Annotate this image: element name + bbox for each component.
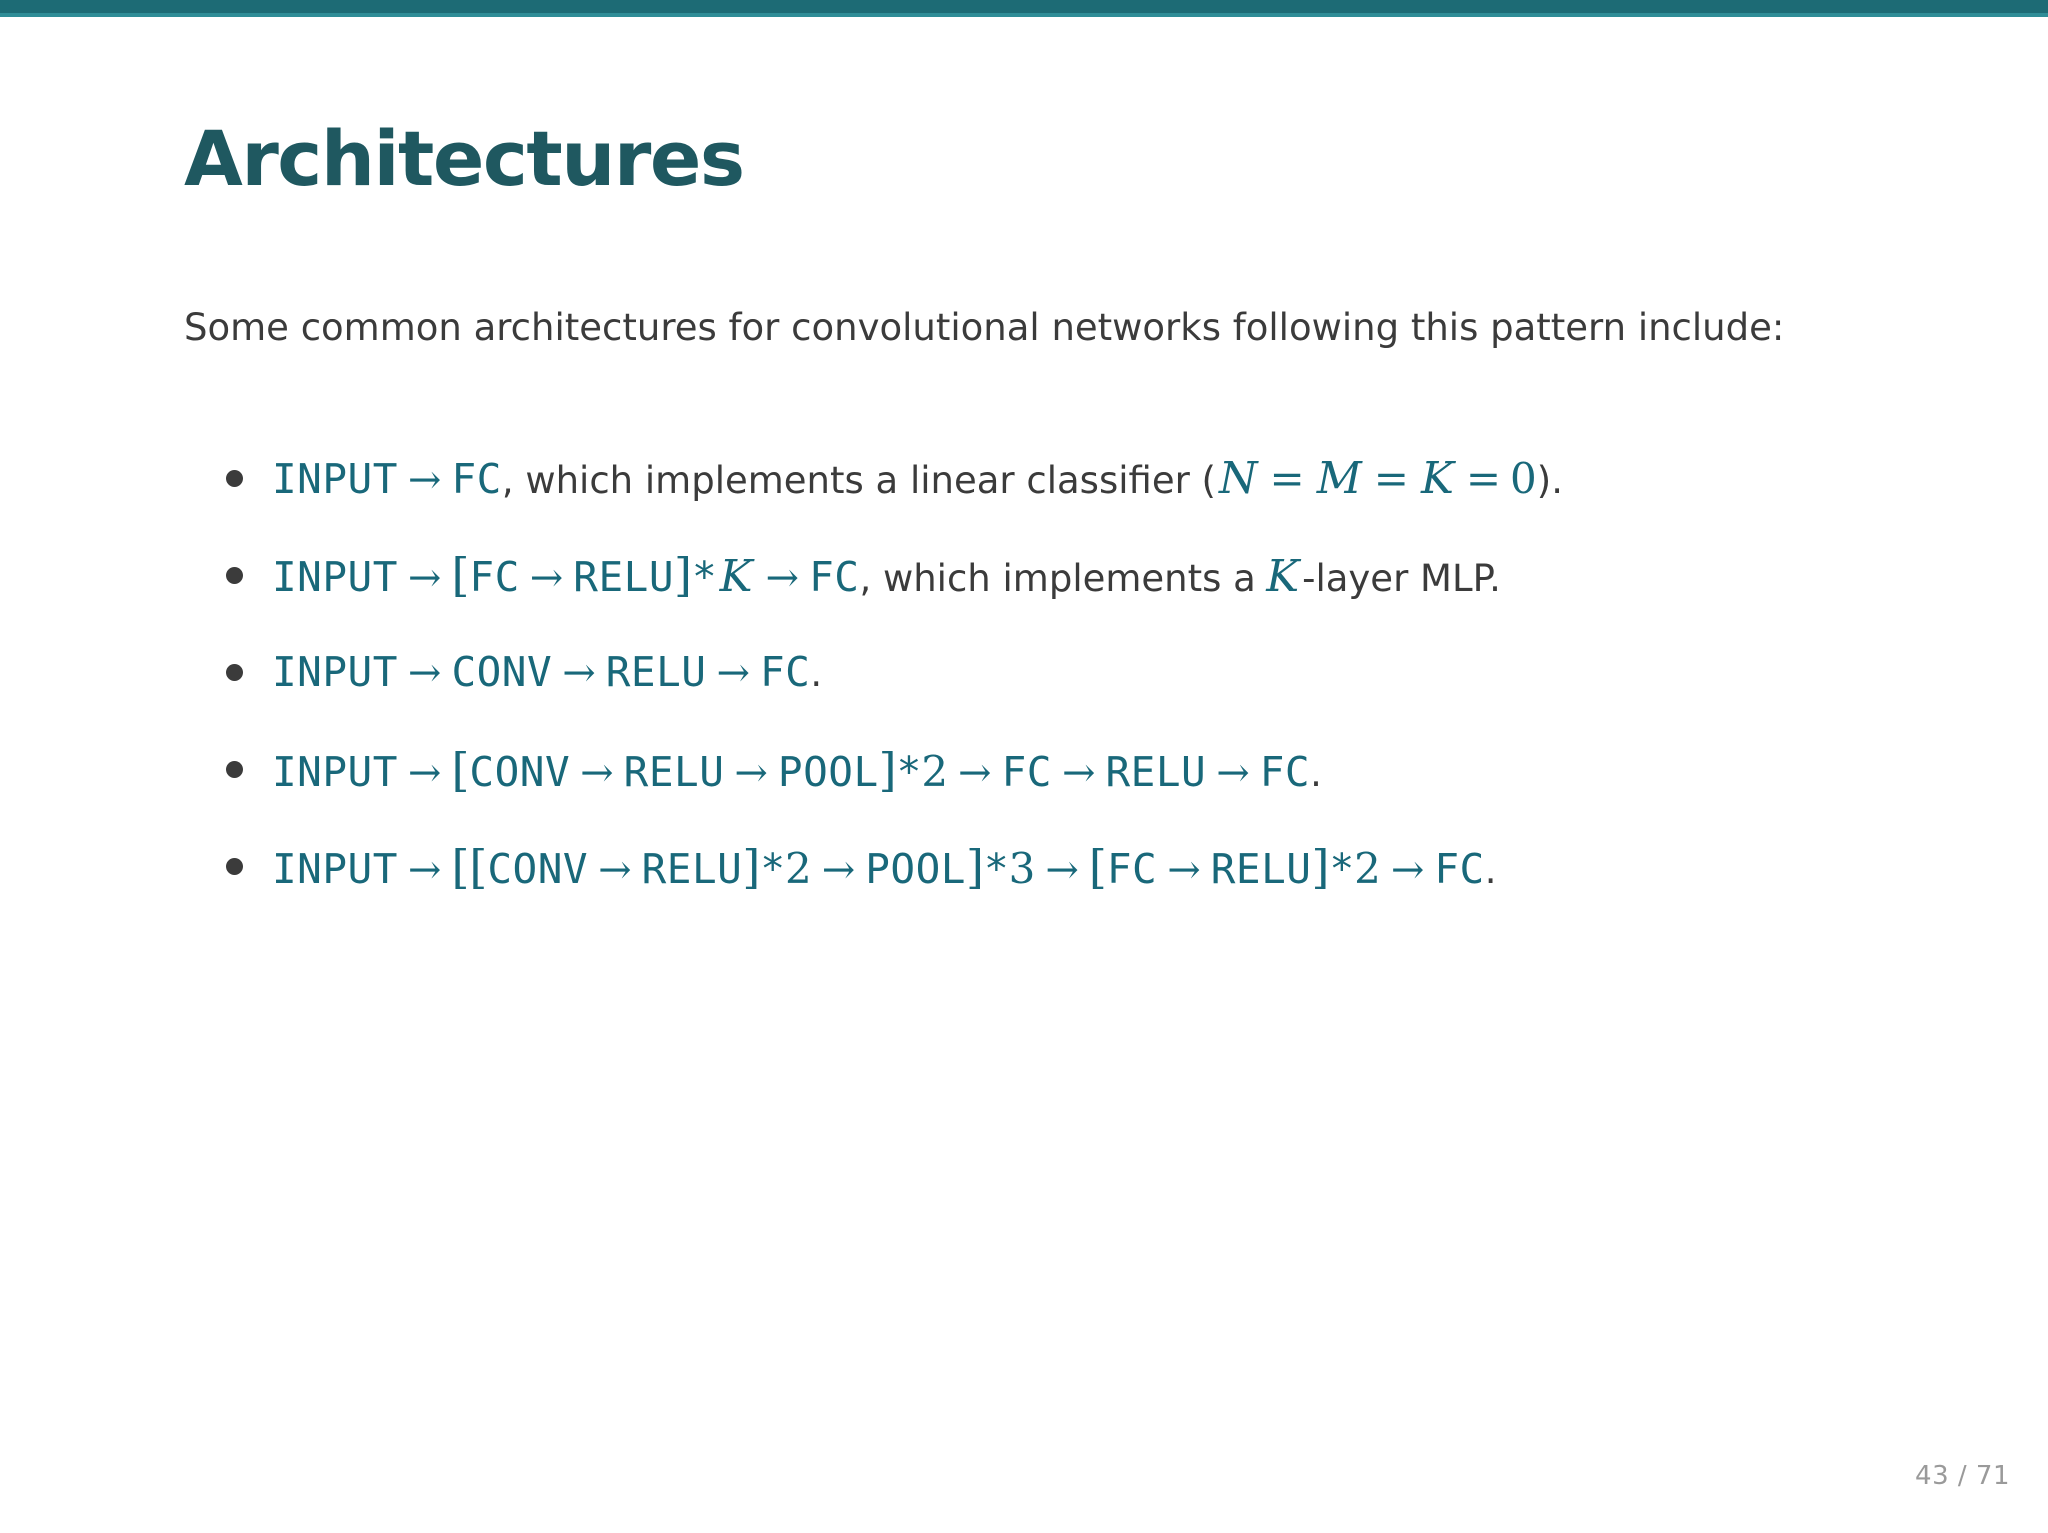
expression-token-tt: FC [469, 553, 520, 601]
expression-token-mn: 0 [1510, 453, 1537, 503]
expression-token-brk: ] [1311, 839, 1330, 894]
architecture-expression: INPUT→[[CONV→RELU]*2→POOL]*3→[FC→RELU]*2… [272, 844, 1497, 890]
expression-token-prose: . [1484, 848, 1497, 892]
expression-token-mi: M [1316, 452, 1362, 504]
expression-token-mi: K [719, 551, 753, 602]
expression-token-tt: POOL [865, 844, 966, 893]
expression-token-tt: INPUT [272, 747, 398, 796]
page-number: 43 / 71 [1915, 1461, 2010, 1491]
expression-token-brk: ] [878, 742, 897, 797]
expression-token-mn: 2 [785, 843, 812, 893]
expression-token-tt: FC [451, 454, 502, 503]
expression-token-brk: [ [451, 839, 470, 894]
expression-token-brk: [ [1088, 839, 1107, 894]
expression-token-arrow: → [407, 555, 442, 601]
list-item: INPUT→FC, which implements a linear clas… [184, 430, 1984, 527]
expression-token-arrow: → [407, 846, 442, 893]
list-item: INPUT→[[CONV→RELU]*2→POOL]*3→[FC→RELU]*2… [184, 818, 1984, 915]
expression-token-brk: ] [674, 548, 692, 602]
expression-token-tt: CONV [469, 747, 571, 796]
expression-token-tt: INPUT [272, 454, 398, 503]
architecture-list: INPUT→FC, which implements a linear clas… [184, 430, 1984, 915]
top-accent-bar-dark [0, 0, 2048, 13]
top-accent-bar-light [0, 13, 2048, 17]
expression-token-tt: RELU [623, 747, 725, 796]
expression-token-tt: RELU [1105, 747, 1207, 796]
expression-token-mo: = [1465, 453, 1502, 503]
intro-paragraph: Some common architectures for convolutio… [184, 306, 1785, 349]
expression-token-arrow: → [407, 650, 442, 696]
architecture-expression: INPUT→[CONV→RELU→POOL]*2→FC→RELU→FC. [272, 747, 1322, 793]
expression-token-arrow: → [1167, 846, 1201, 893]
expression-token-tt: RELU [605, 648, 707, 696]
bullet-dot-icon [226, 664, 243, 681]
expression-token-tt: INPUT [272, 648, 398, 696]
expression-token-star: * [1329, 844, 1355, 893]
expression-token-arrow: → [734, 749, 768, 796]
bullet-dot-icon [226, 761, 243, 778]
expression-token-tt: INPUT [272, 844, 398, 893]
expression-token-tt: CONV [451, 648, 553, 696]
expression-token-brk: ] [966, 839, 984, 894]
expression-token-star: * [896, 747, 922, 796]
expression-token-arrow: → [821, 846, 856, 893]
expression-token-arrow: → [598, 846, 632, 893]
expression-token-mn: 2 [1354, 843, 1381, 893]
list-item: INPUT→[FC→RELU]*K→FC, which implements a… [184, 527, 1984, 624]
expression-token-arrow: → [562, 650, 596, 696]
expression-token-tt: INPUT [272, 553, 398, 601]
expression-token-tt: RELU [1210, 844, 1312, 893]
expression-token-prose: ). [1536, 458, 1563, 502]
expression-token-arrow: → [407, 749, 442, 796]
expression-token-tt: FC [1434, 844, 1485, 893]
expression-token-prose: -layer MLP. [1302, 557, 1501, 600]
expression-token-arrow: → [958, 749, 992, 796]
expression-token-tt: FC [809, 553, 860, 601]
expression-token-prose: . [1310, 751, 1322, 795]
expression-token-arrow: → [1390, 846, 1425, 893]
bullet-dot-icon [226, 567, 243, 584]
architecture-expression: INPUT→CONV→RELU→FC. [272, 650, 823, 696]
expression-token-tt: POOL [777, 747, 879, 796]
expression-token-mo: = [1373, 453, 1409, 503]
list-item: INPUT→[CONV→RELU→POOL]*2→FC→RELU→FC. [184, 721, 1984, 818]
expression-token-arrow: → [765, 555, 800, 601]
expression-token-mn: 2 [921, 746, 949, 796]
page-title: Architectures [184, 113, 745, 203]
expression-token-tt: FC [1001, 747, 1052, 796]
expression-token-arrow: → [716, 650, 750, 696]
expression-token-mi: N [1219, 452, 1258, 504]
expression-token-brk: [ [451, 548, 470, 602]
bullet-dot-icon [226, 470, 243, 487]
expression-token-prose: . [810, 652, 823, 695]
expression-token-tt: FC [1106, 844, 1158, 893]
expression-token-tt: CONV [487, 844, 589, 893]
expression-token-star: * [691, 553, 717, 601]
expression-token-mi: K [1266, 551, 1300, 602]
expression-token-brk: ] [742, 839, 761, 894]
expression-token-tt: FC [1259, 747, 1311, 796]
architecture-expression: INPUT→[FC→RELU]*K→FC, which implements a… [272, 552, 1501, 599]
expression-token-prose: , which implements a linear classiﬁer ( [501, 458, 1216, 502]
expression-token-mi: K [1420, 452, 1454, 504]
expression-token-tt: RELU [573, 553, 675, 601]
expression-token-brk: [ [451, 742, 470, 797]
expression-token-arrow: → [1045, 846, 1079, 893]
architecture-expression: INPUT→FC, which implements a linear clas… [272, 453, 1563, 503]
expression-token-tt: FC [759, 648, 811, 696]
expression-token-star: * [760, 844, 785, 893]
expression-token-arrow: → [529, 555, 564, 601]
expression-token-arrow: → [407, 456, 442, 503]
expression-token-brk: [ [469, 839, 488, 894]
expression-token-arrow: → [1216, 749, 1250, 796]
expression-token-star: * [983, 844, 1009, 893]
expression-token-arrow: → [580, 749, 614, 796]
expression-token-arrow: → [1061, 749, 1096, 796]
list-item: INPUT→CONV→RELU→FC. [184, 624, 1984, 721]
expression-token-prose: , which implements a [859, 557, 1264, 600]
expression-token-tt: RELU [641, 844, 743, 893]
expression-token-mo: = [1269, 453, 1305, 503]
expression-token-mn: 3 [1008, 843, 1036, 893]
bullet-dot-icon [226, 858, 243, 875]
